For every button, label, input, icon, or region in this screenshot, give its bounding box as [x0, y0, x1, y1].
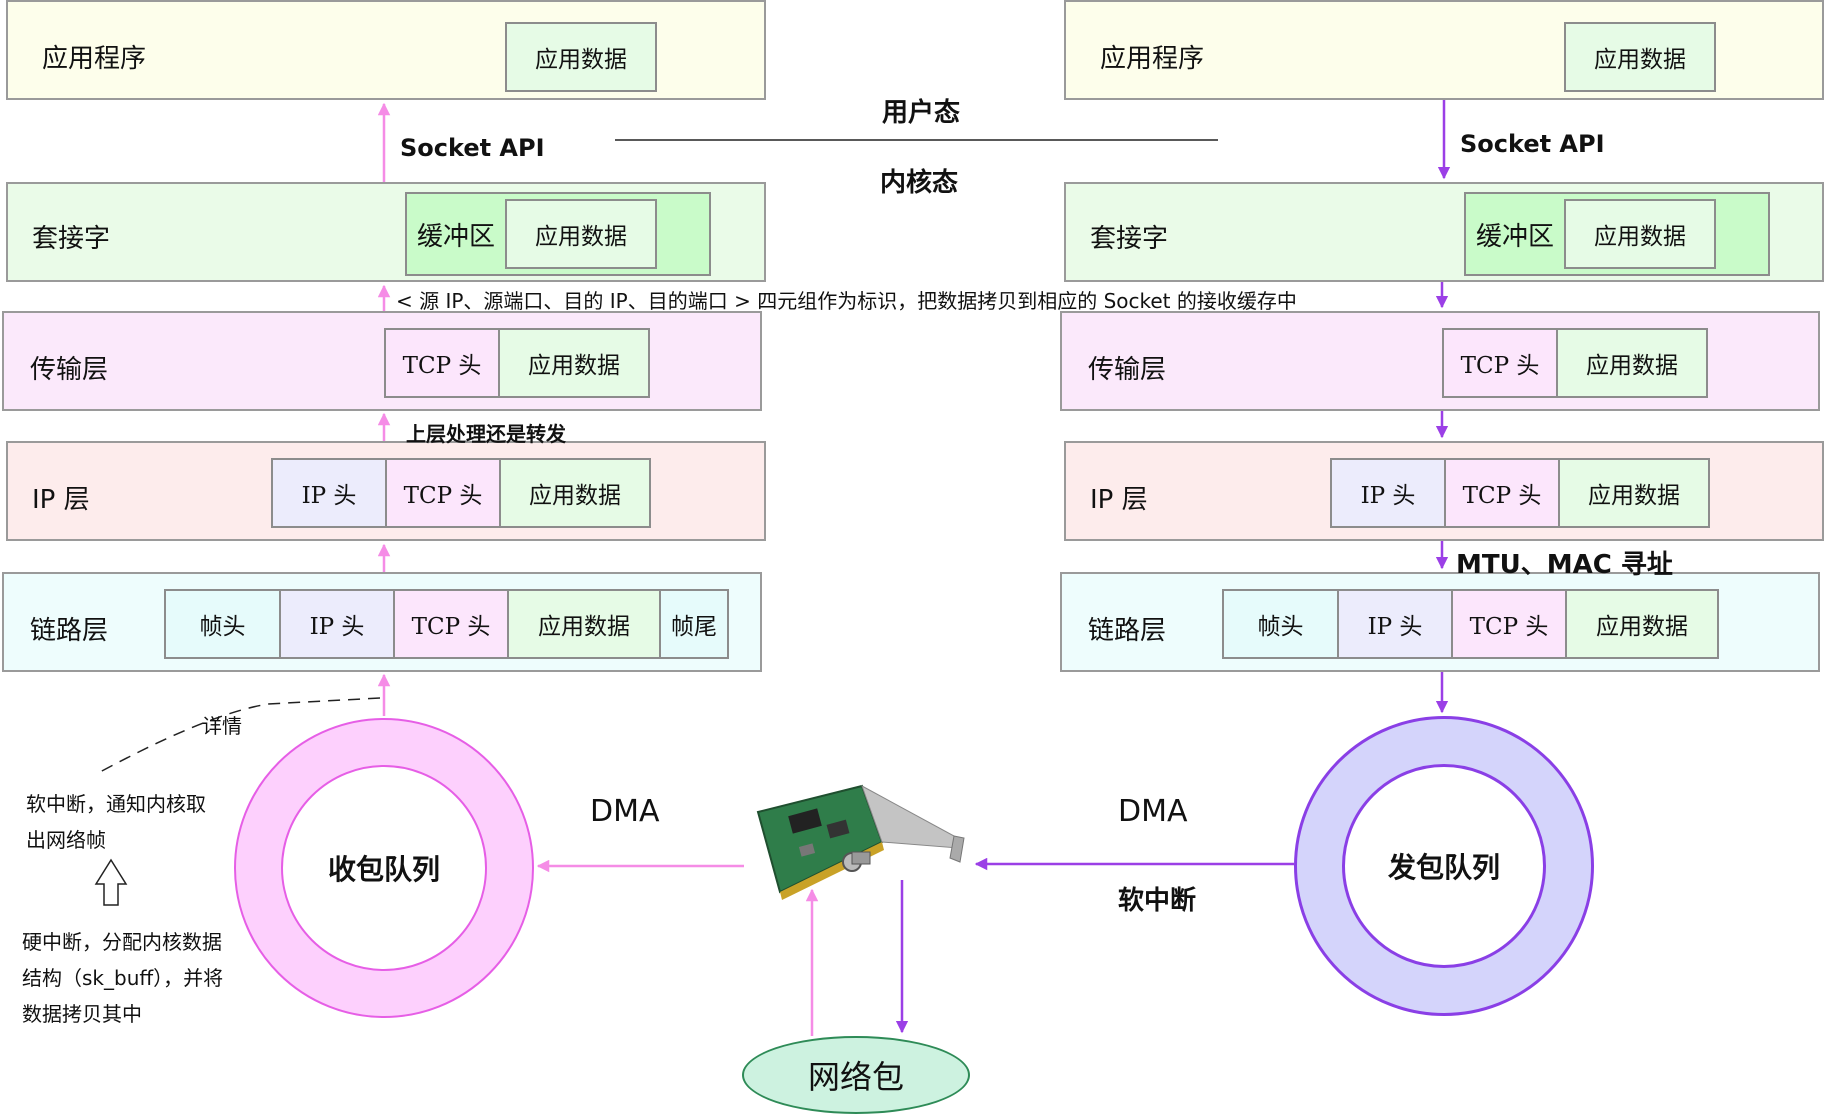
tx-link-layer-label: 链路层	[1088, 616, 1167, 646]
tx-socket-buffer-label: 缓冲区	[1476, 221, 1555, 252]
rx-link-frame-tail-cell: 帧尾	[659, 589, 729, 659]
tx-link-tcp-cell: TCP 头	[1451, 589, 1567, 659]
rx-link-layer: 链路层 帧头 IP 头 TCP 头 应用数据 帧尾	[2, 572, 762, 672]
rx-queue-label: 收包队列	[281, 765, 487, 971]
rx-app-layer-label: 应用程序	[42, 44, 147, 74]
tx-dma-label: DMA	[1118, 794, 1188, 829]
user-mode-label: 用户态	[882, 98, 961, 128]
hardirq-note-line3: 数据拷贝其中	[22, 1002, 142, 1026]
rx-link-tcp-cell: TCP 头	[393, 589, 509, 659]
rx-transport-layer-label: 传输层	[30, 355, 109, 385]
softirq-note-line2: 出网络帧	[26, 828, 106, 852]
rx-ip-data-cell: 应用数据	[499, 458, 651, 528]
mtu-mac-note: MTU、MAC 寻址	[1456, 550, 1673, 580]
four-tuple-note: < 源 IP、源端口、目的 IP、目的端口 > 四元组作为标识，把数据拷贝到相应…	[396, 289, 1297, 313]
rx-socket-api-label: Socket API	[400, 134, 545, 162]
tx-softirq-label: 软中断	[1118, 886, 1197, 916]
rx-ip-tcp-cell: TCP 头	[385, 458, 501, 528]
tx-queue-label: 发包队列	[1342, 764, 1546, 968]
hardirq-note-line1: 硬中断，分配内核数据	[22, 930, 222, 954]
tx-ip-layer-label: IP 层	[1090, 485, 1148, 515]
rx-queue-ring: 收包队列	[234, 718, 534, 1018]
rx-socket-buffer-label: 缓冲区	[417, 221, 496, 252]
tx-app-data-cell: 应用数据	[1564, 22, 1716, 92]
tx-ip-ip-cell: IP 头	[1330, 458, 1446, 528]
rx-socket-data-cell: 应用数据	[505, 199, 657, 269]
rx-dma-label: DMA	[590, 794, 660, 829]
tx-app-layer-label: 应用程序	[1100, 44, 1205, 74]
tx-link-ip-cell: IP 头	[1337, 589, 1453, 659]
tx-socket-data-cell: 应用数据	[1564, 199, 1716, 269]
forward-decision-note: 上层处理还是转发	[406, 422, 566, 446]
tx-socket-layer-label: 套接字	[1090, 224, 1169, 254]
rx-ip-layer: IP 层 IP 头 TCP 头 应用数据	[6, 441, 766, 541]
network-card-icon	[756, 784, 965, 900]
rx-link-layer-label: 链路层	[30, 616, 109, 646]
tx-ip-tcp-cell: TCP 头	[1444, 458, 1560, 528]
tx-transport-data-cell: 应用数据	[1556, 328, 1708, 398]
tx-transport-tcp-cell: TCP 头	[1442, 328, 1558, 398]
rx-transport-data-cell: 应用数据	[498, 328, 650, 398]
tx-transport-layer-label: 传输层	[1088, 355, 1167, 385]
kernel-mode-label: 内核态	[880, 168, 959, 198]
rx-app-data-cell: 应用数据	[505, 22, 657, 92]
rx-app-layer: 应用程序 应用数据	[6, 0, 766, 100]
rx-socket-layer: 套接字 缓冲区 应用数据	[6, 182, 766, 282]
tx-ip-data-cell: 应用数据	[1558, 458, 1710, 528]
rx-link-data-cell: 应用数据	[507, 589, 661, 659]
rx-link-frame-header-cell: 帧头	[164, 589, 281, 659]
rx-transport-tcp-cell: TCP 头	[384, 328, 500, 398]
tx-socket-layer: 套接字 缓冲区 应用数据	[1064, 182, 1824, 282]
rx-ip-layer-label: IP 层	[32, 485, 90, 515]
hardirq-note-line2: 结构（sk_buff），并将	[22, 966, 224, 990]
tx-transport-layer: 传输层 TCP 头 应用数据	[1060, 311, 1820, 411]
rx-link-ip-cell: IP 头	[279, 589, 395, 659]
detail-label: 详情	[202, 714, 242, 738]
rx-transport-layer: 传输层 TCP 头 应用数据	[2, 311, 762, 411]
network-packet-ellipse: 网络包	[742, 1036, 970, 1114]
tx-link-frame-header-cell: 帧头	[1222, 589, 1339, 659]
tx-link-data-cell: 应用数据	[1565, 589, 1719, 659]
tx-app-layer: 应用程序 应用数据	[1064, 0, 1824, 100]
softirq-note-line1: 软中断，通知内核取	[26, 792, 206, 816]
tx-queue-ring: 发包队列	[1294, 716, 1594, 1016]
tx-socket-api-label: Socket API	[1460, 130, 1605, 158]
tx-ip-layer: IP 层 IP 头 TCP 头 应用数据	[1064, 441, 1824, 541]
rx-socket-layer-label: 套接字	[32, 224, 111, 254]
hollow-up-arrow-icon	[94, 858, 128, 906]
rx-ip-ip-cell: IP 头	[271, 458, 387, 528]
tx-link-layer: 链路层 帧头 IP 头 TCP 头 应用数据	[1060, 572, 1820, 672]
